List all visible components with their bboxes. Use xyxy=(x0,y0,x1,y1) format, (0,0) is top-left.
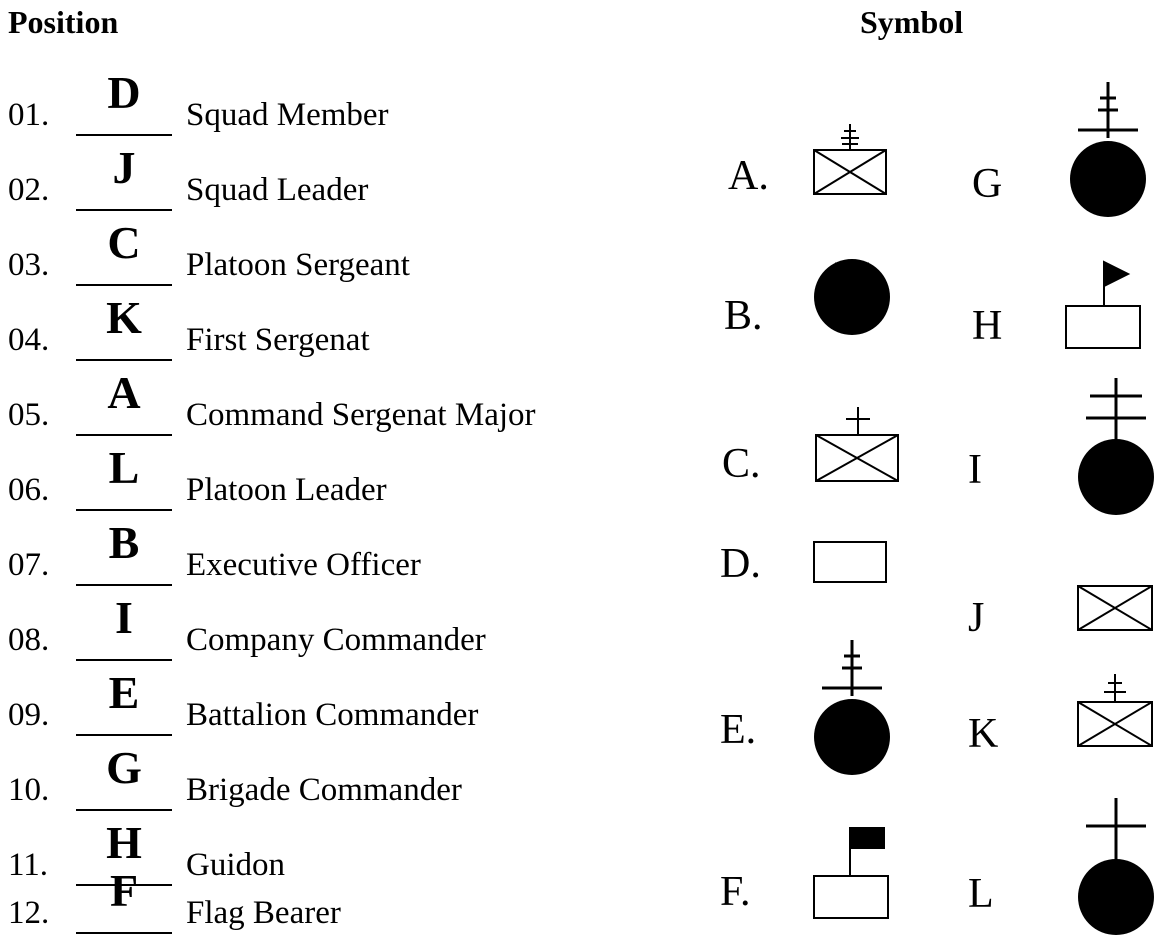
list-item: 01. D Squad Member xyxy=(8,68,648,138)
symbol-label-k: K xyxy=(968,711,999,757)
item-number: 07. xyxy=(8,547,50,583)
answer-blank[interactable]: B xyxy=(76,520,172,586)
position-name: Platoon Leader xyxy=(186,472,387,508)
crossed-box-double-cross-icon xyxy=(812,122,888,198)
symbol-label-g: G xyxy=(972,161,1003,207)
answer-letter: H xyxy=(106,817,142,868)
box-flag-triangular-icon xyxy=(1064,260,1144,352)
item-number: 04. xyxy=(8,322,50,358)
symbol-label-h: H xyxy=(972,303,1003,349)
answer-blank[interactable]: D xyxy=(76,70,172,136)
item-number: 09. xyxy=(8,697,50,733)
answer-letter: F xyxy=(109,865,139,916)
answer-blank[interactable]: C xyxy=(76,220,172,286)
symbol-label-e: E. xyxy=(720,707,757,753)
position-name: Command Sergenat Major xyxy=(186,397,536,433)
filled-circle-double-cross-icon xyxy=(1074,378,1158,518)
answer-blank[interactable]: F xyxy=(76,868,172,934)
list-item: 09. E Battalion Commander xyxy=(8,668,648,738)
item-number: 02. xyxy=(8,172,50,208)
item-number: 08. xyxy=(8,622,50,658)
symbol-header: Symbol xyxy=(860,4,964,40)
answer-blank[interactable]: E xyxy=(76,670,172,736)
crossed-box-cross-icon xyxy=(812,405,900,485)
position-name: Battalion Commander xyxy=(186,697,479,733)
item-number: 01. xyxy=(8,97,50,133)
answer-blank[interactable]: G xyxy=(76,745,172,811)
list-item: 02. J Squad Leader xyxy=(8,143,648,213)
filled-circle-single-cross-icon xyxy=(1074,798,1158,938)
list-item: 04. K First Sergenat xyxy=(8,293,648,363)
answer-blank[interactable]: K xyxy=(76,295,172,361)
symbol-label-a: A. xyxy=(728,153,769,199)
list-item: 05. A Command Sergenat Major xyxy=(8,368,648,438)
item-number: 12. xyxy=(8,895,50,931)
position-header: Position xyxy=(8,4,119,40)
symbol-label-c: C. xyxy=(722,441,761,487)
answer-letter: I xyxy=(115,592,133,643)
symbol-label-j: J xyxy=(968,595,985,641)
list-item: 12. F Flag Bearer xyxy=(8,866,648,936)
list-item: 07. B Executive Officer xyxy=(8,518,648,588)
answer-letter: L xyxy=(108,442,140,493)
answer-blank[interactable]: J xyxy=(76,145,172,211)
filled-circle-triple-cross-icon xyxy=(1066,82,1150,218)
position-name: First Sergenat xyxy=(186,322,370,358)
answer-blank[interactable]: L xyxy=(76,445,172,511)
filled-circle-triple-cross-icon xyxy=(810,640,894,776)
list-item: 06. L Platoon Leader xyxy=(8,443,648,513)
position-name: Squad Leader xyxy=(186,172,369,208)
crossed-box-double-cross-icon xyxy=(1076,672,1154,750)
empty-box-icon xyxy=(812,540,888,584)
symbol-label-i: I xyxy=(968,447,982,493)
answer-letter: E xyxy=(108,667,140,718)
box-flag-rectangular-icon xyxy=(812,826,892,922)
position-name: Platoon Sergeant xyxy=(186,247,410,283)
position-name: Flag Bearer xyxy=(186,895,341,931)
list-item: 08. I Company Commander xyxy=(8,593,648,663)
symbol-label-b: B. xyxy=(724,293,763,339)
item-number: 11. xyxy=(8,847,49,883)
list-item: 11. H Guidon xyxy=(8,818,648,888)
answer-blank[interactable]: I xyxy=(76,595,172,661)
answer-letter: C xyxy=(107,217,141,268)
answer-letter: D xyxy=(107,67,141,118)
item-number: 10. xyxy=(8,772,50,808)
answer-letter: A xyxy=(107,367,141,418)
position-name: Executive Officer xyxy=(186,547,421,583)
position-name: Squad Member xyxy=(186,97,389,133)
answer-letter: G xyxy=(106,742,142,793)
item-number: 06. xyxy=(8,472,50,508)
answer-letter: J xyxy=(112,142,136,193)
filled-circle-double-bar-icon xyxy=(810,259,894,338)
list-item: 10. G Brigade Commander xyxy=(8,743,648,813)
list-item: 03. C Platoon Sergeant xyxy=(8,218,648,288)
position-name: Brigade Commander xyxy=(186,772,462,808)
item-number: 03. xyxy=(8,247,50,283)
position-name: Company Commander xyxy=(186,622,486,658)
answer-blank[interactable]: H xyxy=(76,820,172,886)
crossed-box-icon xyxy=(1076,584,1154,634)
symbol-label-d: D. xyxy=(720,541,761,587)
symbol-label-f: F. xyxy=(720,869,751,915)
item-number: 05. xyxy=(8,397,50,433)
answer-blank[interactable]: A xyxy=(76,370,172,436)
symbol-label-l: L xyxy=(968,871,994,917)
position-name: Guidon xyxy=(186,847,285,883)
answer-letter: B xyxy=(108,517,140,568)
answer-letter: K xyxy=(106,292,142,343)
